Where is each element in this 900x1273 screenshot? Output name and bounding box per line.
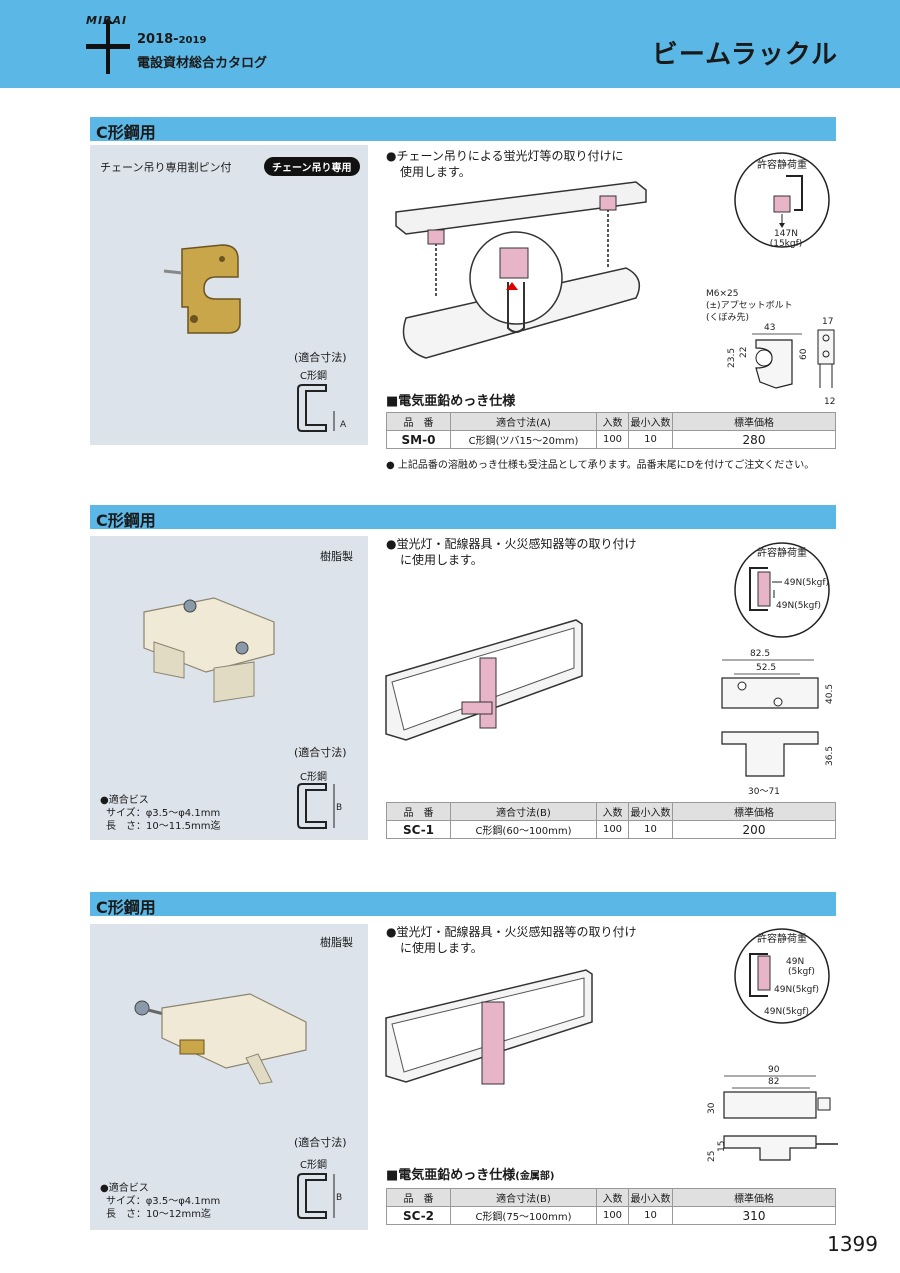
product-sm0-image	[163, 244, 241, 334]
svg-text:23.5: 23.5	[727, 348, 737, 368]
svg-text:(くぼみ先): (くぼみ先)	[706, 311, 749, 323]
page-title: ビームラックル	[651, 40, 838, 70]
svg-text:82.5: 82.5	[750, 649, 770, 659]
svg-text:A: A	[340, 420, 347, 430]
svg-text:許容静荷重: 許容静荷重	[757, 546, 807, 559]
panel-caption: 樹脂製	[320, 936, 353, 949]
dimension-drawing-2: 82.5 52.5 40.5 36.5 30〜71	[721, 649, 835, 797]
section-2-description: ●蛍光灯・配線器具・火災感知器等の取り付け に使用します。	[386, 537, 637, 567]
fit-label: C形鋼	[300, 1160, 327, 1171]
svg-text:B: B	[336, 1193, 342, 1203]
svg-text:49N(5kgf): 49N(5kgf)	[764, 1007, 809, 1017]
svg-text:82: 82	[768, 1077, 779, 1087]
section-bar-1: C形鋼用	[90, 117, 836, 142]
svg-text:15: 15	[717, 1141, 727, 1152]
fit-title: (適合寸法)	[294, 746, 347, 759]
svg-text:49N(5kgf): 49N(5kgf)	[784, 578, 829, 588]
section-bar-3: C形鋼用	[90, 892, 836, 917]
product-panel-2: 樹脂製 (適合寸法) C形鋼 B ●適合ビス サイズ：φ3.5〜φ4.1mm 長…	[90, 536, 368, 840]
svg-text:49N(5kgf): 49N(5kgf)	[774, 985, 819, 995]
svg-text:49N(5kgf): 49N(5kgf)	[776, 601, 821, 611]
svg-text:(5kgf): (5kgf)	[788, 967, 815, 977]
product-sc2-image	[134, 993, 307, 1085]
product-panel-3: 樹脂製 (適合寸法) C形鋼 B ●適合ビス サイズ：φ3.5〜φ4.1mm 長…	[90, 924, 368, 1230]
fit-label: C形鋼	[300, 772, 327, 783]
c-channel-b-icon: B	[297, 1173, 342, 1219]
fit-label: C形鋼	[300, 371, 327, 382]
section-1-note: ● 上記品番の溶融めっき仕様も受注品として承ります。品番末尾にDを付けてご注文く…	[386, 460, 815, 471]
dimension-drawing-1: M6×25 (±)アプセットボルト (くぼみ先) 43 22 23.5 60 1…	[706, 289, 835, 407]
spec-table-1: 品 番 適合寸法(A) 入数 最小入数 標準価格 SM-0 C形鋼(ツバ15〜2…	[386, 412, 836, 449]
panel-caption: チェーン吊り専用割ピン付	[100, 161, 232, 174]
installation-illustration-2	[385, 619, 583, 741]
load-diagram-1: 許容静荷重 147N (15kgf)	[734, 152, 830, 249]
fit-title: (適合寸法)	[294, 351, 347, 364]
svg-text:30: 30	[707, 1102, 717, 1114]
svg-text:43: 43	[764, 323, 775, 333]
spec-table-2: 品 番 適合寸法(B) 入数 最小入数 標準価格 SC-1 C形鋼(60〜100…	[386, 802, 836, 839]
svg-text:許容静荷重: 許容静荷重	[757, 158, 807, 171]
table-row: SC-2 C形鋼(75〜100mm) 100 10 310	[386, 1206, 836, 1225]
spec-title-3: ■電気亜鉛めっき仕様(金属部)	[386, 1168, 555, 1183]
svg-text:12: 12	[824, 397, 835, 407]
page-number: 1399	[827, 1232, 878, 1256]
screw-info: ●適合ビス サイズ：φ3.5〜φ4.1mm 長 さ：10〜12mm迄	[100, 1183, 221, 1220]
svg-text:49N: 49N	[786, 957, 804, 967]
c-channel-a-icon: A	[297, 384, 347, 432]
c-channel-b-icon: B	[297, 783, 342, 829]
product-sc1-image	[143, 597, 275, 703]
mirai-logo-icon	[86, 18, 130, 74]
installation-illustration-1	[395, 181, 647, 359]
brand-name: MIRAI	[86, 14, 128, 27]
svg-text:M6×25: M6×25	[706, 289, 738, 299]
screw-info: ●適合ビス サイズ：φ3.5〜φ4.1mm 長 さ：10〜11.5mm迄	[100, 795, 221, 832]
section-bar-2: C形鋼用	[90, 505, 836, 530]
svg-text:52.5: 52.5	[756, 663, 776, 673]
svg-text:36.5: 36.5	[825, 746, 835, 766]
svg-text:90: 90	[768, 1065, 780, 1075]
svg-text:22: 22	[739, 347, 749, 358]
svg-text:30〜71: 30〜71	[748, 787, 780, 797]
spec-table-3: 品 番 適合寸法(B) 入数 最小入数 標準価格 SC-2 C形鋼(75〜100…	[386, 1188, 836, 1225]
svg-text:(±)アプセットボルト: (±)アプセットボルト	[706, 300, 793, 311]
svg-text:25: 25	[707, 1151, 717, 1162]
svg-text:(15kgf): (15kgf)	[770, 239, 803, 249]
page-header: MIRAI 2018-2019 電設資材総合カタログ ビームラックル	[0, 0, 900, 88]
section-3-description: ●蛍光灯・配線器具・火災感知器等の取り付け に使用します。	[386, 925, 637, 955]
installation-illustration-3	[385, 969, 593, 1085]
svg-text:147N: 147N	[774, 229, 798, 239]
svg-text:60: 60	[799, 348, 809, 360]
fit-title: (適合寸法)	[294, 1136, 347, 1149]
svg-text:許容静荷重: 許容静荷重	[757, 932, 807, 945]
table-row: SC-1 C形鋼(60〜100mm) 100 10 200	[386, 820, 836, 839]
product-panel-1: チェーン吊り専用割ピン付 チェーン吊り専用 (適合寸法) C形鋼 A	[90, 145, 368, 445]
svg-text:40.5: 40.5	[825, 684, 835, 704]
svg-text:B: B	[336, 803, 342, 813]
catalog-year: 2018-2019	[137, 32, 207, 47]
load-diagram-2: 許容静荷重 49N(5kgf) 49N(5kgf)	[734, 542, 830, 638]
load-diagram-3: 許容静荷重 49N (5kgf) 49N(5kgf) 49N(5kgf)	[734, 928, 830, 1024]
table-row: SM-0 C形鋼(ツバ15〜20mm) 100 10 280	[386, 430, 836, 449]
chain-only-badge: チェーン吊り専用	[264, 157, 360, 176]
dimension-drawing-3: 90 82 30 25 15	[707, 1065, 838, 1162]
svg-text:17: 17	[822, 317, 833, 327]
panel-caption: 樹脂製	[320, 550, 353, 563]
section-1-description: ●チェーン吊りによる蛍光灯等の取り付けに 使用します。	[386, 149, 624, 179]
catalog-name: 電設資材総合カタログ	[137, 56, 268, 71]
spec-title-1: ■電気亜鉛めっき仕様	[386, 394, 516, 409]
